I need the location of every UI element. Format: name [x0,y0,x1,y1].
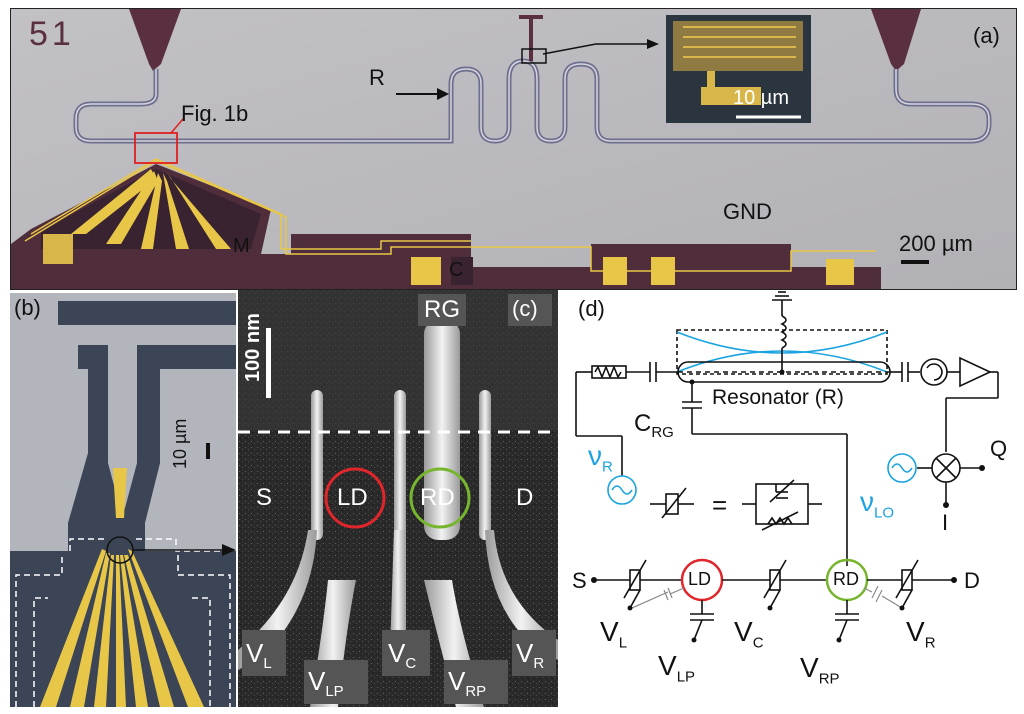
circuit-rd-label: RD [833,569,859,589]
nu-r-label: νR [588,440,613,476]
chip-id: 51 [29,15,75,53]
panel-b-label: (b) [14,295,41,320]
rd-circle [409,467,471,529]
gate-vr [485,530,558,660]
circuit-s-label: S [572,568,587,593]
panel-c-scale-label: 100 nm [242,313,264,382]
s-label: S [256,484,273,511]
fig1b-marker-box [134,132,178,164]
panel-a-label: (a) [973,23,1000,48]
panel-d: (d) Resonator (R) CRG νR νLO Q I = S D L… [562,290,1022,710]
circuit-ld-label: LD [688,569,712,589]
panel-a-scale-label: 200 µm [899,231,973,256]
panel-d-circuit [575,291,999,643]
nu-lo-label: νLO [860,486,895,522]
m-label: M [233,235,250,257]
inset-marker-box [521,48,547,64]
equals-sign: = [712,490,728,520]
rg-label: RG [424,296,460,323]
q-label: Q [990,436,1008,461]
inset-scale-label: 10 µm [733,87,789,109]
i-label: I [942,510,949,535]
bond-pad-left [129,9,181,71]
bond-pad-right [871,9,921,71]
nu-r-source-icon [607,475,637,505]
panel-b: (b) 10 µm [10,293,236,707]
circuit-vr-label: VR [906,616,936,652]
crg-label: CRG [634,410,674,441]
d-label: D [516,484,534,511]
vl-gate-label: VL [246,638,272,673]
circuit-vc-label: VC [734,616,764,652]
rd-label: RD [420,484,455,511]
panel-c-sem-image [238,290,558,707]
panel-b-scale-label: 10 µm [170,418,190,469]
circuit-vl-label: VL [600,616,628,652]
circuit-vlp-label: VLP [658,650,696,686]
resonator-text: Resonator (R) [712,386,844,409]
panel-a: 51 (a) R Fig. 1b GND M C 200 µm 10 µm [10,8,1017,290]
c-label: C [449,259,464,281]
ld-label: LD [337,484,368,511]
panel-a-chip-image [11,9,1016,289]
panel-c-label: (c) [512,296,538,321]
gate-rg [424,320,460,540]
nu-lo-source-icon [887,453,917,483]
resonator-label: R [369,65,385,90]
circuit-d-label: D [964,568,980,593]
circuit-vrp-label: VRP [800,652,840,688]
panel-d-label: (d) [578,296,605,321]
ground-label: GND [723,199,772,224]
vr-gate-label: VR [516,638,545,673]
vc-gate-label: VC [388,638,417,673]
gate-vc [390,530,406,650]
vlp-gate-label: VLP [308,666,344,701]
ld-circle [324,467,386,529]
panel-c: 100 nm (c) RG S LD RD D VL VLP VC VRP VR [238,290,558,707]
panel-b-gold-fingers [40,468,204,707]
panel-b-image [10,293,236,707]
vrp-gate-label: VRP [448,666,487,701]
fig-ref-label: Fig. 1b [181,101,249,126]
